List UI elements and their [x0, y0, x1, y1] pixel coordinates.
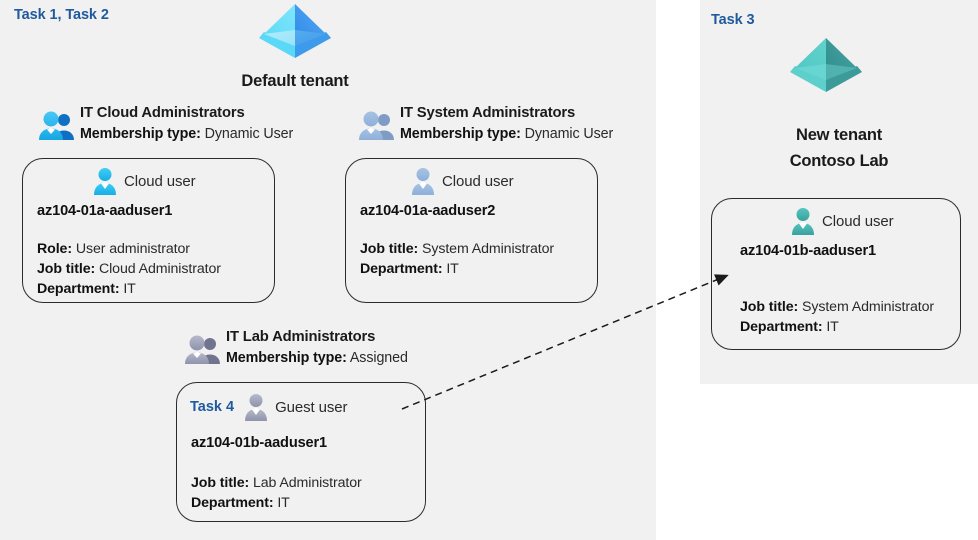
attr-row: Role: User administrator	[37, 239, 221, 259]
group-users-icon	[184, 335, 222, 365]
task-tag-left: Task 1, Task 2	[14, 7, 109, 23]
group-name: IT Lab Administrators	[226, 329, 376, 345]
contoso-tenant-label-line2: Contoso Lab	[789, 152, 889, 170]
attr-row: Job title: System Administrator	[360, 239, 554, 259]
attr-label: Department:	[191, 495, 274, 511]
user-principal-name: az104-01a-aaduser1	[37, 203, 173, 219]
user-type-label: Cloud user	[822, 212, 894, 230]
attr-value: Lab Administrator	[252, 475, 362, 491]
user-card-az104-01a-aaduser2: Cloud user az104-01a-aaduser2 Job title:…	[345, 158, 598, 303]
attr-value: System Administrator	[421, 241, 555, 257]
azure-ad-tenant-icon-contoso	[789, 36, 863, 102]
group-membership-value: Dynamic User	[204, 126, 294, 142]
attr-row: Department: IT	[37, 279, 221, 299]
attr-value: IT	[277, 495, 290, 511]
group-membership: Membership type: Dynamic User	[80, 123, 293, 145]
user-attributes: Job title: Lab Administrator Department:…	[191, 473, 362, 513]
group-name: IT System Administrators	[400, 105, 576, 121]
attr-row: Department: IT	[191, 493, 362, 513]
attr-label: Department:	[360, 261, 443, 277]
card-header: Cloud user	[410, 167, 514, 195]
task-tag-inline: Task 4	[190, 399, 235, 415]
card-header: Task 4 Guest user	[190, 393, 348, 421]
user-type-label: Cloud user	[124, 172, 196, 190]
user-card-guest-az104-01b-aaduser1: Task 4 Guest user az104-01b-aaduser1 Job…	[176, 382, 426, 522]
card-header: Cloud user	[92, 167, 196, 195]
attr-row: Job title: Cloud Administrator	[37, 259, 221, 279]
attr-value: IT	[826, 319, 839, 335]
attr-value: Cloud Administrator	[98, 261, 221, 277]
azure-ad-tenant-icon-default	[258, 2, 332, 68]
cloud-user-avatar-icon	[410, 167, 436, 195]
attr-value: IT	[446, 261, 459, 277]
group-membership: Membership type: Dynamic User	[400, 123, 613, 145]
user-card-cloud-az104-01b-aaduser1: Cloud user az104-01b-aaduser1 Job title:…	[711, 198, 961, 350]
user-attributes: Job title: System Administrator Departme…	[360, 239, 554, 279]
cloud-user-avatar-icon	[92, 167, 118, 195]
group-membership: Membership type: Assigned	[226, 347, 408, 369]
cloud-user-avatar-icon	[790, 207, 816, 235]
attr-label: Role:	[37, 241, 72, 257]
guest-user-avatar-icon	[243, 393, 269, 421]
task-tag-right: Task 3	[711, 12, 755, 28]
group-users-icon	[358, 111, 396, 141]
group-name: IT Cloud Administrators	[80, 105, 245, 121]
default-tenant-panel	[0, 0, 656, 540]
attr-label: Job title:	[191, 475, 250, 491]
group-membership-value: Dynamic User	[524, 126, 614, 142]
attr-label: Job title:	[360, 241, 419, 257]
group-membership-value: Assigned	[349, 350, 408, 366]
attr-row: Department: IT	[360, 259, 554, 279]
attr-row: Department: IT	[740, 317, 934, 337]
attr-value: System Administrator	[801, 299, 935, 315]
group-users-icon	[38, 111, 76, 141]
user-principal-name: az104-01b-aaduser1	[191, 435, 328, 451]
user-type-label: Guest user	[275, 398, 348, 416]
attr-label: Department:	[740, 319, 823, 335]
attr-value: IT	[123, 281, 136, 297]
group-membership-label: Membership type:	[80, 126, 201, 142]
user-attributes: Job title: System Administrator Departme…	[740, 297, 934, 337]
attr-label: Department:	[37, 281, 120, 297]
attr-row: Job title: System Administrator	[740, 297, 934, 317]
attr-label: Job title:	[740, 299, 799, 315]
user-type-label: Cloud user	[442, 172, 514, 190]
attr-label: Job title:	[37, 261, 96, 277]
attr-value: User administrator	[75, 241, 190, 257]
card-header: Cloud user	[790, 207, 894, 235]
user-card-az104-01a-aaduser1: Cloud user az104-01a-aaduser1 Role: User…	[22, 158, 275, 303]
contoso-tenant-label-line1: New tenant	[795, 126, 882, 144]
group-membership-label: Membership type:	[226, 350, 347, 366]
default-tenant-label: Default tenant	[241, 72, 349, 90]
attr-row: Job title: Lab Administrator	[191, 473, 362, 493]
user-principal-name: az104-01a-aaduser2	[360, 203, 496, 219]
user-principal-name: az104-01b-aaduser1	[740, 243, 877, 259]
group-membership-label: Membership type:	[400, 126, 521, 142]
user-attributes: Role: User administrator Job title: Clou…	[37, 239, 221, 299]
